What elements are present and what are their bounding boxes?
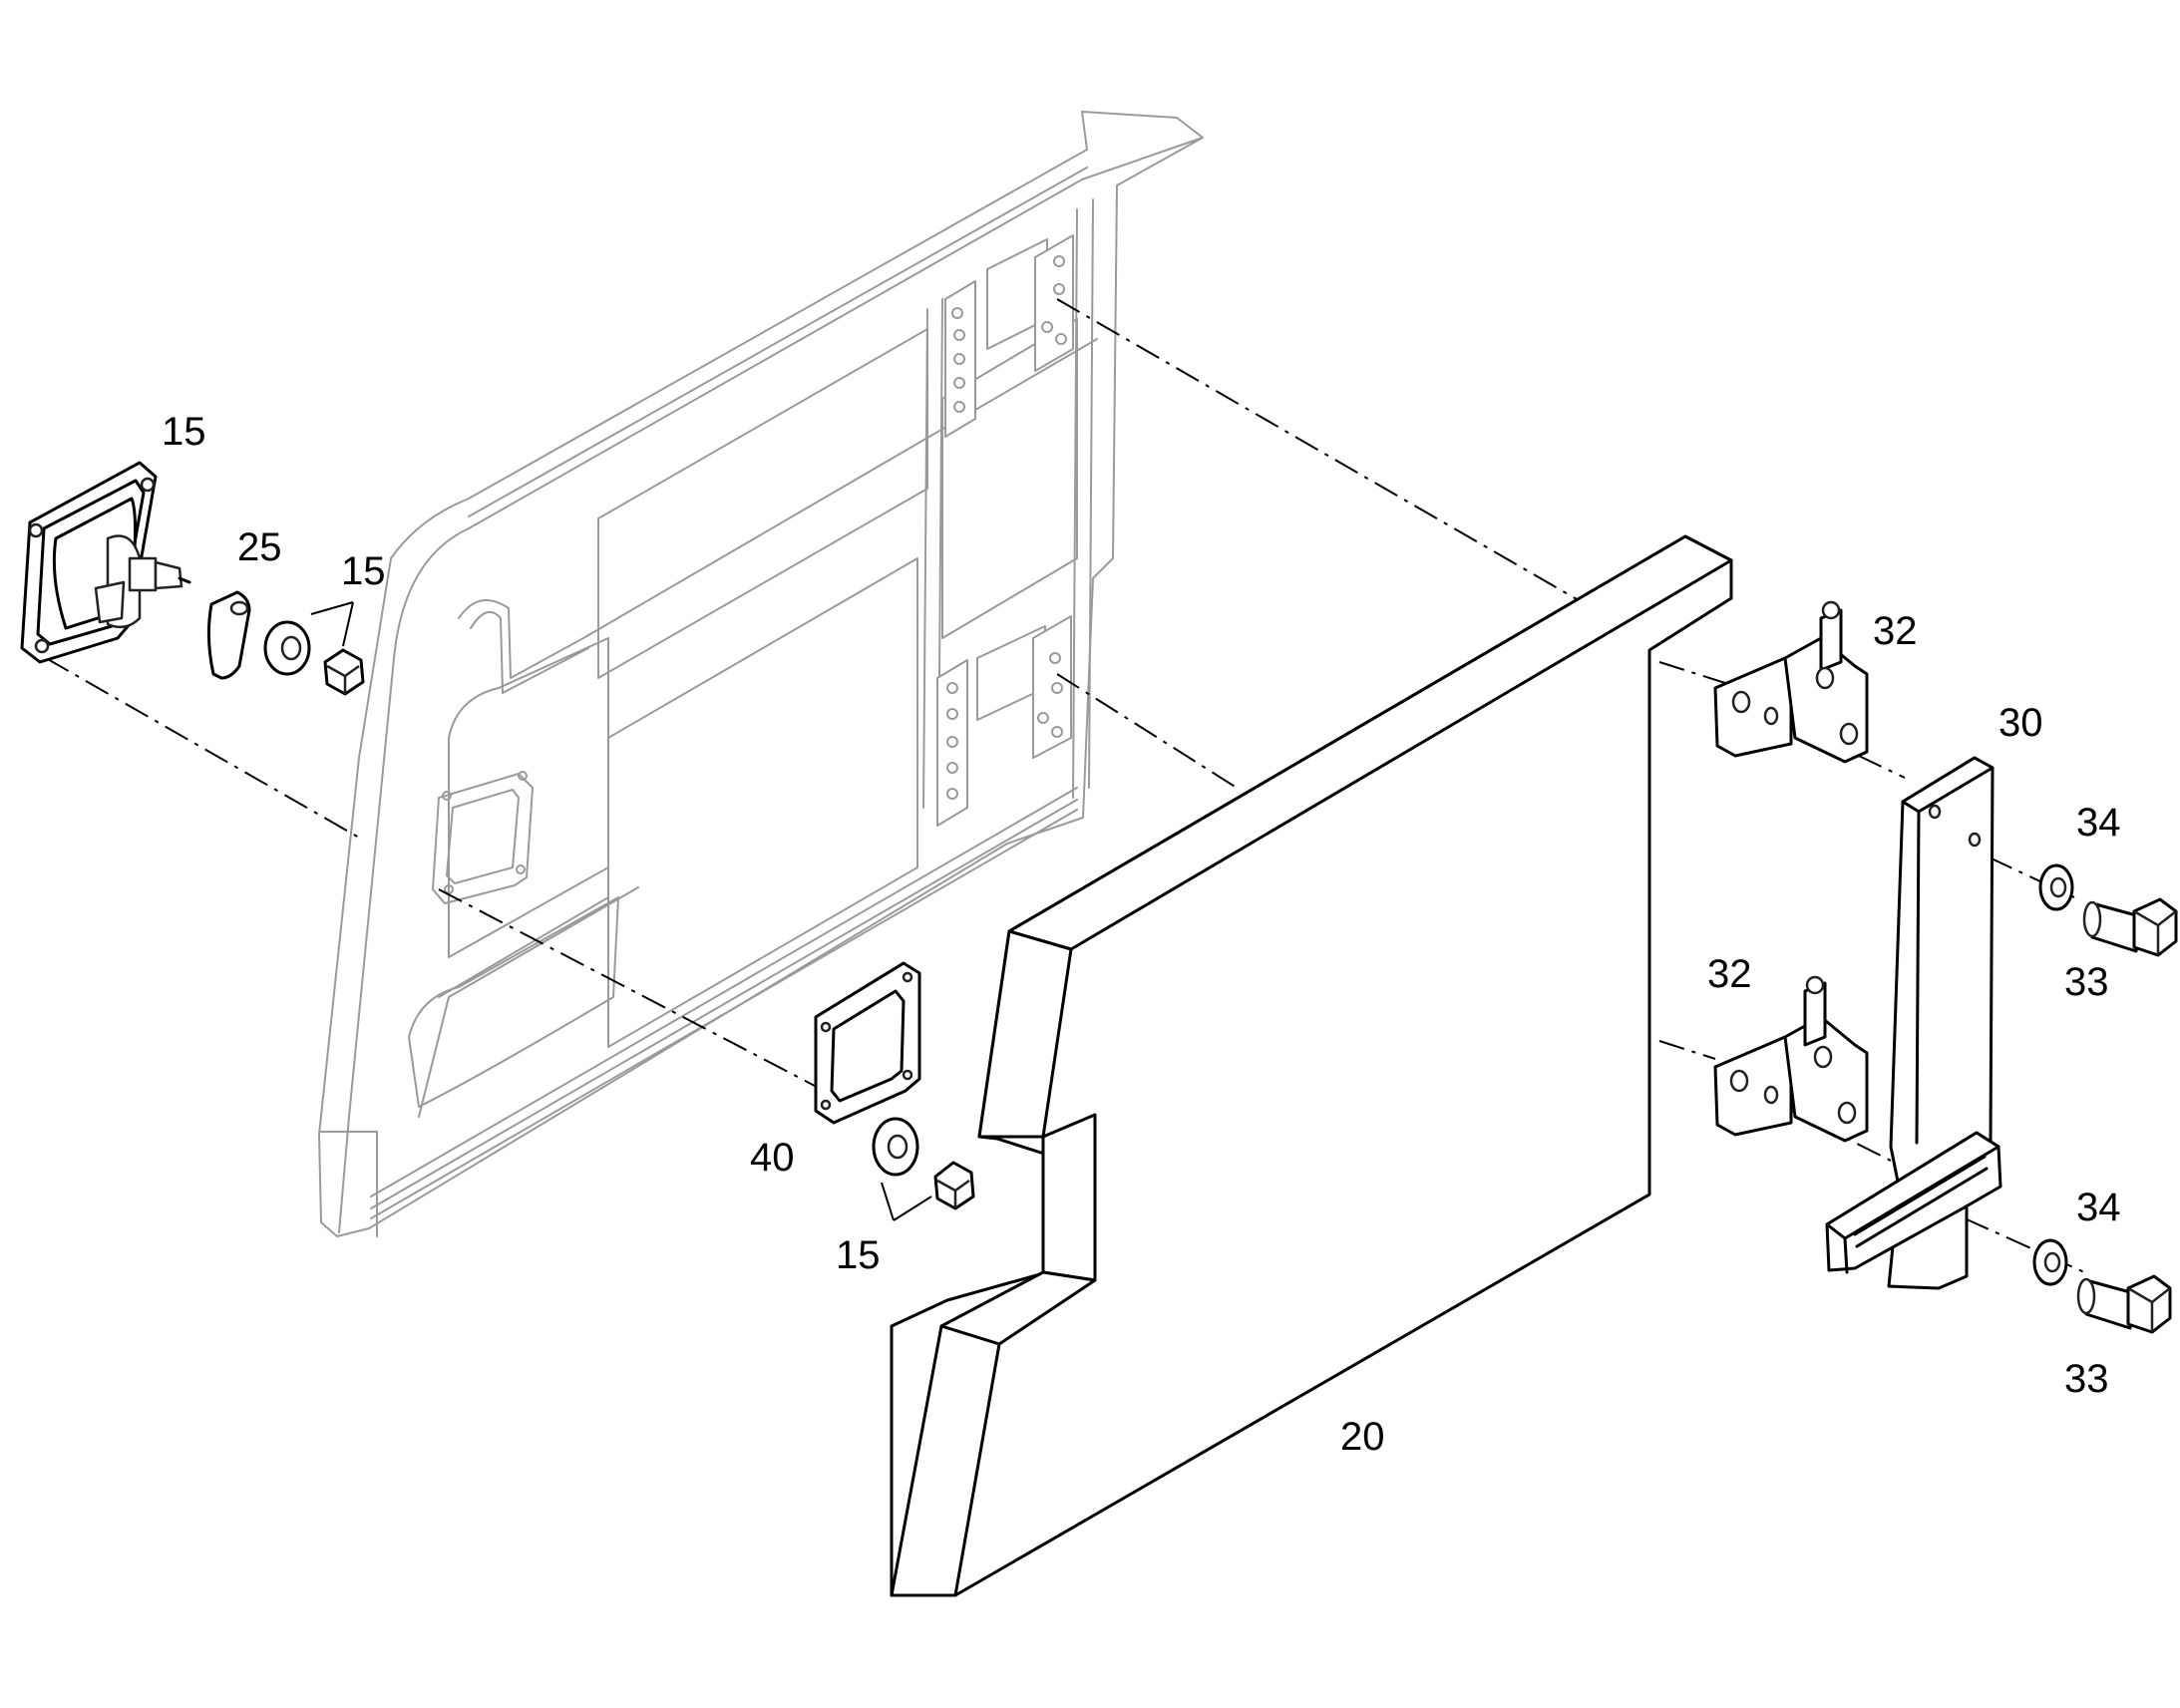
part-34-washer-top [2038, 863, 2074, 911]
callout-32-bottom: 32 [1707, 952, 1752, 996]
callout-25: 25 [237, 525, 282, 569]
part-34-washer-bottom [2032, 1238, 2068, 1286]
callout-20: 20 [1340, 1415, 1385, 1459]
part-32-hinge-top [1713, 600, 1869, 764]
part-30-latch-bar [1825, 756, 2002, 1290]
callout-32-top: 32 [1873, 609, 1918, 653]
callout-34-bottom: 34 [2076, 1186, 2121, 1229]
part-15-washer-nut-bottom [872, 1117, 975, 1221]
callout-15-nut-bottom: 15 [836, 1233, 881, 1277]
callout-33-top: 33 [2064, 960, 2109, 1004]
part-40-gasket [814, 961, 921, 1125]
callout-40: 40 [750, 1136, 795, 1180]
part-15-work-lamp [20, 461, 191, 664]
callout-labels: 15 25 15 32 30 34 33 32 40 15 34 33 20 [162, 410, 2121, 1459]
callout-33-bottom: 33 [2064, 1357, 2109, 1401]
part-15-washer-nut-top [263, 601, 365, 696]
part-33-bolt-top [2082, 897, 2178, 957]
callout-15-nut-top: 15 [341, 549, 386, 593]
part-32-hinge-bottom [1713, 975, 1869, 1143]
part-20-panel [890, 534, 1733, 1597]
callout-15-lamp: 15 [162, 410, 206, 454]
cab-rear-panel [318, 111, 1204, 1237]
part-25-bracket [206, 590, 251, 680]
callout-30: 30 [1998, 701, 2043, 745]
part-33-bolt-bottom [2076, 1274, 2172, 1334]
callout-34-top: 34 [2076, 801, 2121, 845]
